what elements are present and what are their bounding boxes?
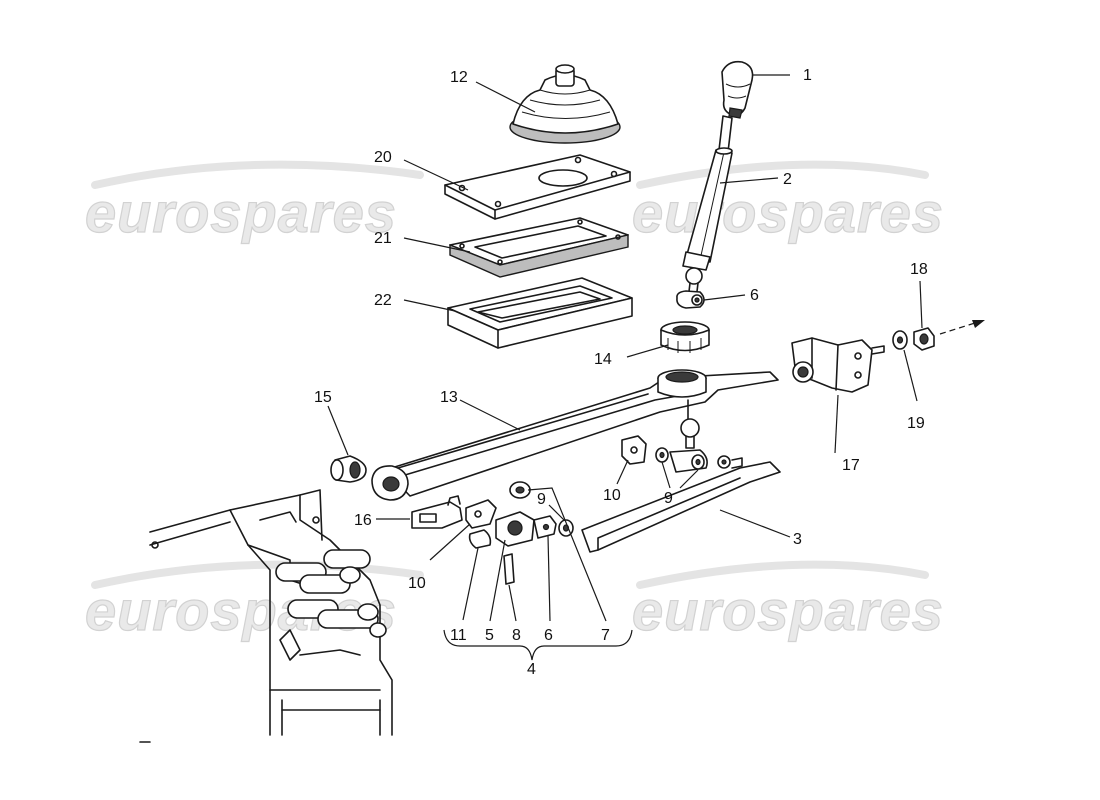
label-part-2: 2: [783, 171, 792, 188]
part-11-bush: [468, 529, 492, 549]
part-22-housing-frame: [447, 277, 633, 349]
label-part-3: 3: [793, 531, 802, 548]
watermark-bottom-right: eurospares: [631, 560, 944, 643]
part-19-washer: [892, 330, 908, 350]
label-part-13: 13: [440, 389, 458, 406]
label-part-11: 11: [450, 627, 467, 644]
watermark-text: eurospares: [632, 181, 944, 244]
label-part-17: 17: [842, 457, 860, 474]
label-part-16: 16: [354, 512, 372, 529]
label-part-19: 19: [907, 415, 925, 432]
part-13-shift-rod: [371, 369, 779, 501]
label-part-10-lower: 10: [408, 575, 426, 592]
part-21-gasket: [449, 217, 629, 278]
watermark-top-left: eurospares: [84, 160, 424, 245]
part-15-bush: [330, 455, 367, 483]
label-part-6-upper: 6: [750, 287, 759, 304]
label-part-9-upper: 9: [664, 490, 673, 507]
part-6-pin-upper: [676, 290, 705, 309]
label-part-20: 20: [374, 149, 392, 166]
part-10-clip-upper: [621, 435, 647, 465]
part-5-pivot-block: [495, 511, 535, 547]
part-1-gear-knob: [721, 60, 754, 119]
part-12-gear-boot: [509, 64, 621, 144]
leader-lines: [327, 74, 923, 661]
part-20-cover-plate: [444, 154, 631, 220]
part-8-roll-pin: [503, 553, 515, 585]
label-part-6-lower: 6: [544, 627, 553, 644]
part-14-ring-nut: [660, 321, 710, 353]
watermark-text: eurospares: [632, 579, 944, 642]
part-18-nut: [913, 320, 985, 351]
label-part-21: 21: [374, 230, 392, 247]
part-number-labels: 1 2 3 4 5 6 6 7 8 9 9 10 10 11 12 13 14 …: [314, 67, 928, 678]
part-10-clip-lower: [465, 499, 497, 529]
watermark-text: eurospares: [85, 181, 397, 244]
watermark-top-right: eurospares: [631, 160, 944, 245]
label-part-1: 1: [803, 67, 812, 84]
label-part-14: 14: [594, 351, 612, 368]
gearbox-housing-outline: [139, 489, 393, 743]
label-part-4: 4: [527, 661, 536, 678]
label-part-12: 12: [450, 69, 468, 86]
label-part-8: 8: [512, 627, 521, 644]
label-part-5: 5: [485, 627, 494, 644]
label-part-22: 22: [374, 292, 392, 309]
part-17-lever-bracket: [791, 337, 885, 393]
label-part-18: 18: [910, 261, 928, 278]
label-part-9-lower: 9: [537, 491, 546, 508]
part-6-pin-lower: [533, 515, 557, 539]
label-part-15: 15: [314, 389, 332, 406]
part-7-upper-bush: [509, 481, 531, 499]
part-16-selector-plate: [411, 495, 463, 529]
label-part-7: 7: [601, 627, 610, 644]
label-part-10-upper: 10: [603, 487, 621, 504]
